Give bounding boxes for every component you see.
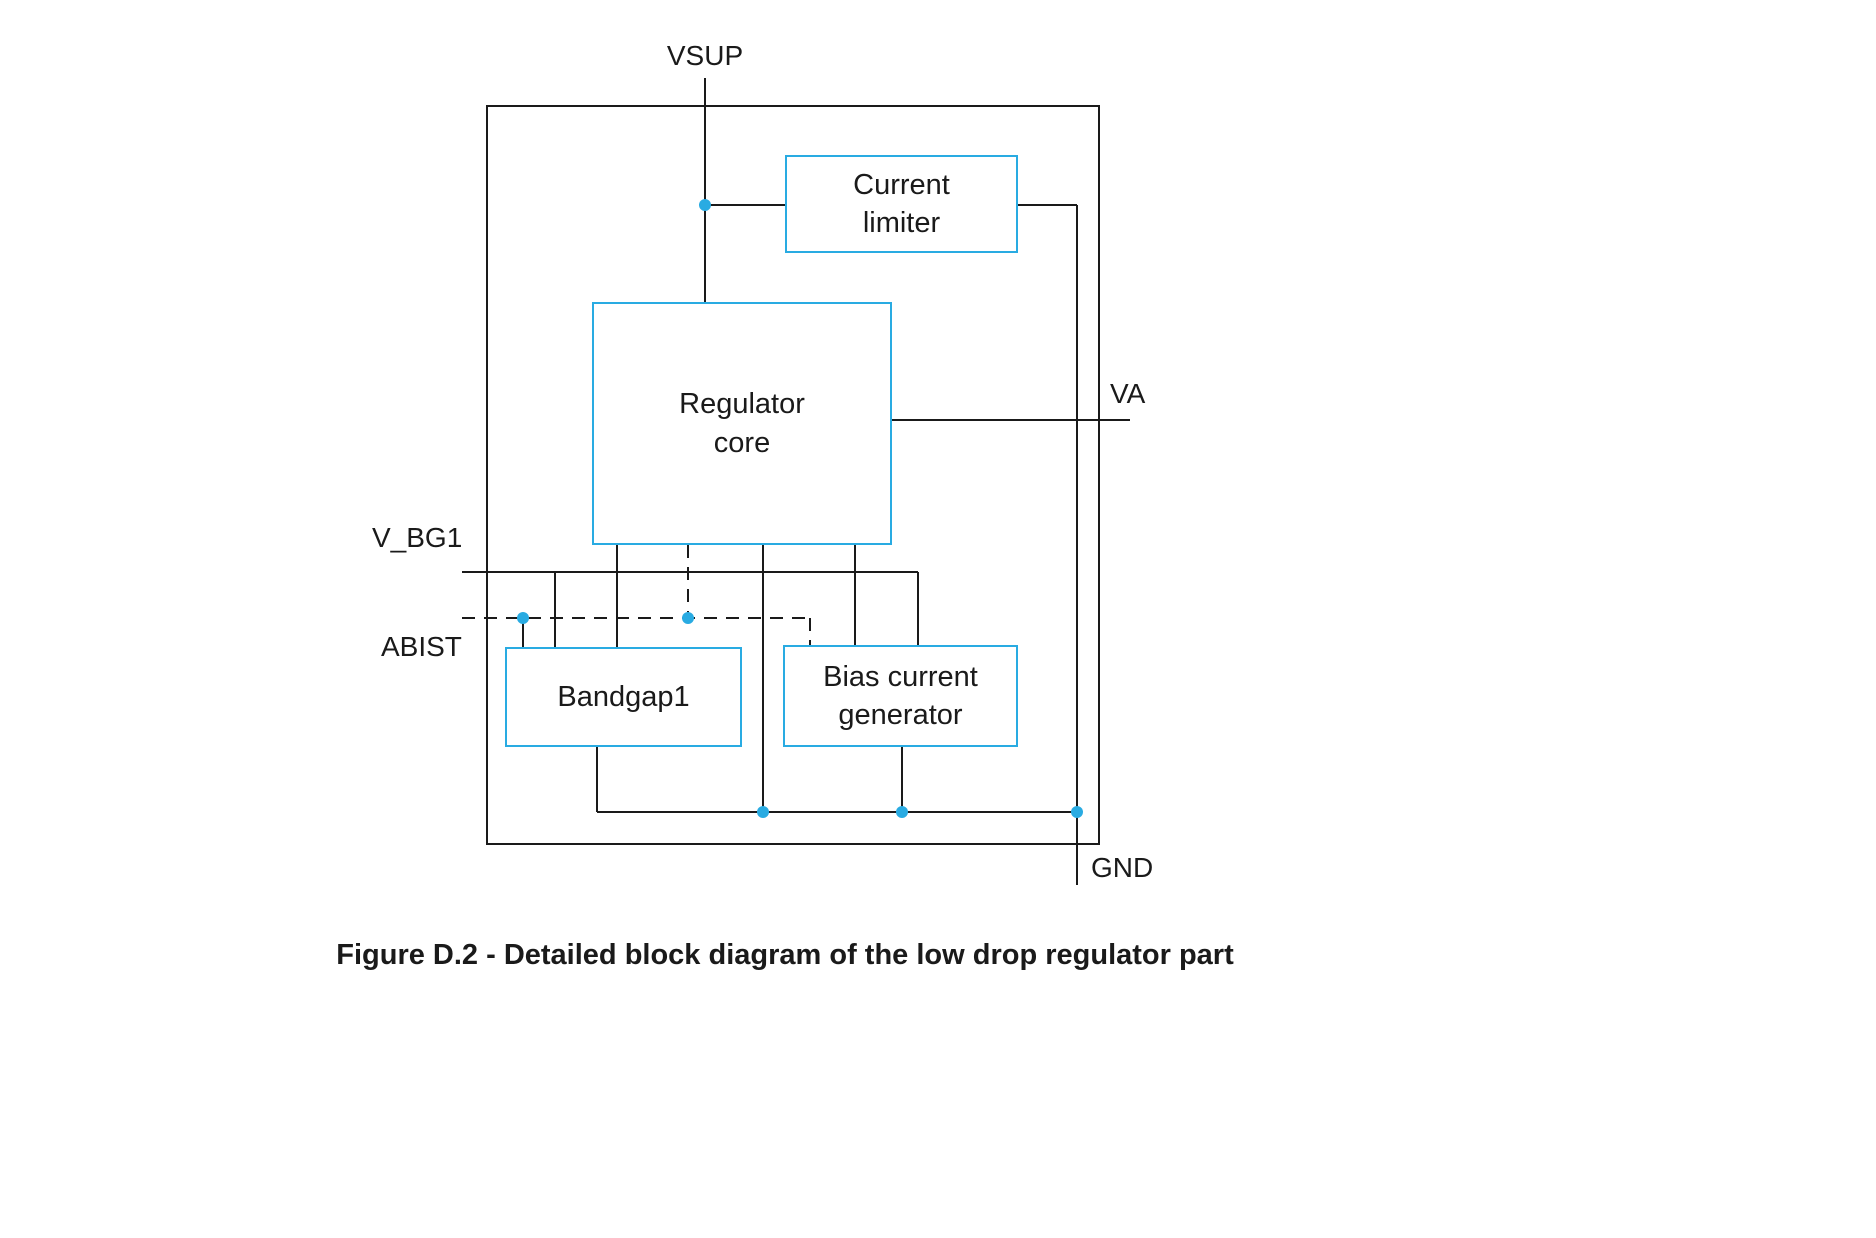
label-vsup: VSUP — [666, 40, 744, 71]
junction-dot — [517, 612, 529, 624]
label-va: VA — [1110, 378, 1146, 409]
junction-dot — [699, 199, 711, 211]
block-bias-current-generator-label: Bias current generator — [823, 660, 978, 731]
junction-dot — [757, 806, 769, 818]
block-current-limiter-label: Current limiter — [853, 168, 950, 239]
block-regulator-core-label: Regulator core — [679, 388, 805, 459]
label-v-bg1: V_BG1 — [372, 522, 463, 553]
block-bandgap1-label: Bandgap1 — [557, 680, 690, 713]
block-bias-current-generator: Bias current generator — [783, 645, 1018, 747]
junction-dot — [1071, 806, 1083, 818]
regulator-boundary-box — [486, 105, 1100, 845]
block-current-limiter: Current limiter — [785, 155, 1018, 253]
figure-caption: Figure D.2 - Detailed block diagram of t… — [336, 939, 1234, 971]
block-bandgap1: Bandgap1 — [505, 647, 742, 747]
junction-dot — [682, 612, 694, 624]
label-gnd: GND — [1091, 852, 1154, 883]
label-abist: ABIST — [381, 631, 462, 662]
junction-dot — [896, 806, 908, 818]
block-regulator-core: Regulator core — [592, 302, 892, 545]
